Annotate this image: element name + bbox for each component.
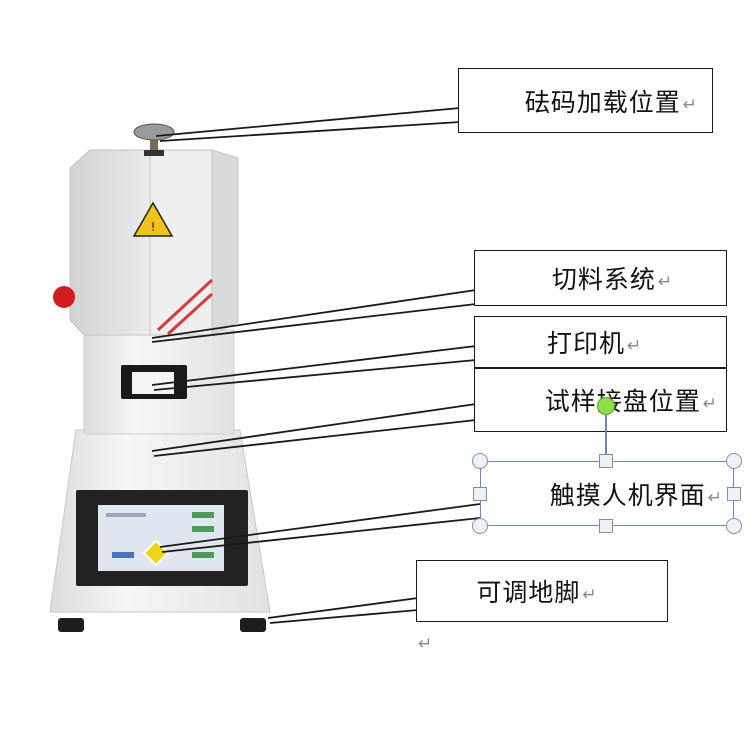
label-adjustable-feet[interactable]: 可调地脚↵ xyxy=(416,560,668,622)
label-text: 打印机 xyxy=(547,329,626,358)
svg-text:!: ! xyxy=(151,220,156,234)
leader-lines xyxy=(151,107,481,624)
label-text: 可调地脚 xyxy=(476,578,581,607)
screen-btn xyxy=(192,512,214,518)
red-knob xyxy=(53,286,75,308)
paragraph-mark-icon: ↵ xyxy=(702,394,718,414)
label-printer[interactable]: 打印机↵ xyxy=(474,316,727,368)
paragraph-mark-icon: ↵ xyxy=(418,634,433,654)
weight-cap xyxy=(133,123,175,141)
resize-handle-top-left[interactable] xyxy=(472,453,488,469)
machine-column xyxy=(83,329,235,435)
accent-stripe-1 xyxy=(156,278,214,332)
label-text: 试样接盘位置 xyxy=(544,387,701,416)
paragraph-mark-icon: ↵ xyxy=(627,336,643,356)
paragraph-mark-icon: ↵ xyxy=(582,585,598,605)
screen-btn xyxy=(192,552,214,558)
paragraph-mark-icon: ↵ xyxy=(707,487,723,508)
right-foot xyxy=(240,618,266,632)
paragraph-mark-icon: ↵ xyxy=(682,94,698,115)
resize-handle-top[interactable] xyxy=(599,454,613,468)
weight-base xyxy=(144,150,164,156)
resize-handle-bottom-left[interactable] xyxy=(472,518,488,534)
paragraph-mark-icon: ↵ xyxy=(657,272,674,292)
resize-handle-bottom-right[interactable] xyxy=(726,518,742,534)
resize-handle-bottom[interactable] xyxy=(599,519,613,533)
screen-btn xyxy=(112,552,134,558)
rotate-handle[interactable] xyxy=(597,397,615,415)
resize-handle-left[interactable] xyxy=(473,487,487,501)
resize-handle-top-right[interactable] xyxy=(726,453,742,469)
label-cutting-system[interactable]: 切料系统↵ xyxy=(474,250,727,306)
accent-stripe-2 xyxy=(166,292,214,336)
label-weight-position[interactable]: 砝码加载位置↵ xyxy=(458,68,713,133)
left-foot xyxy=(58,618,84,632)
warning-triangle-icon: ! xyxy=(132,201,174,237)
screen-row xyxy=(106,513,146,517)
label-text: 触摸人机界面 xyxy=(549,480,706,510)
label-text: 砝码加载位置 xyxy=(524,87,681,117)
weight-rod xyxy=(150,138,158,156)
label-touch-interface-selected[interactable]: 触摸人机界面↵ xyxy=(480,461,734,526)
upper-housing-right xyxy=(211,149,239,336)
upper-housing-left xyxy=(69,149,151,336)
resize-handle-right[interactable] xyxy=(727,487,741,501)
screen-btn xyxy=(192,526,214,532)
label-text: 切料系统 xyxy=(551,265,656,294)
rotate-handle-stem xyxy=(605,414,607,462)
